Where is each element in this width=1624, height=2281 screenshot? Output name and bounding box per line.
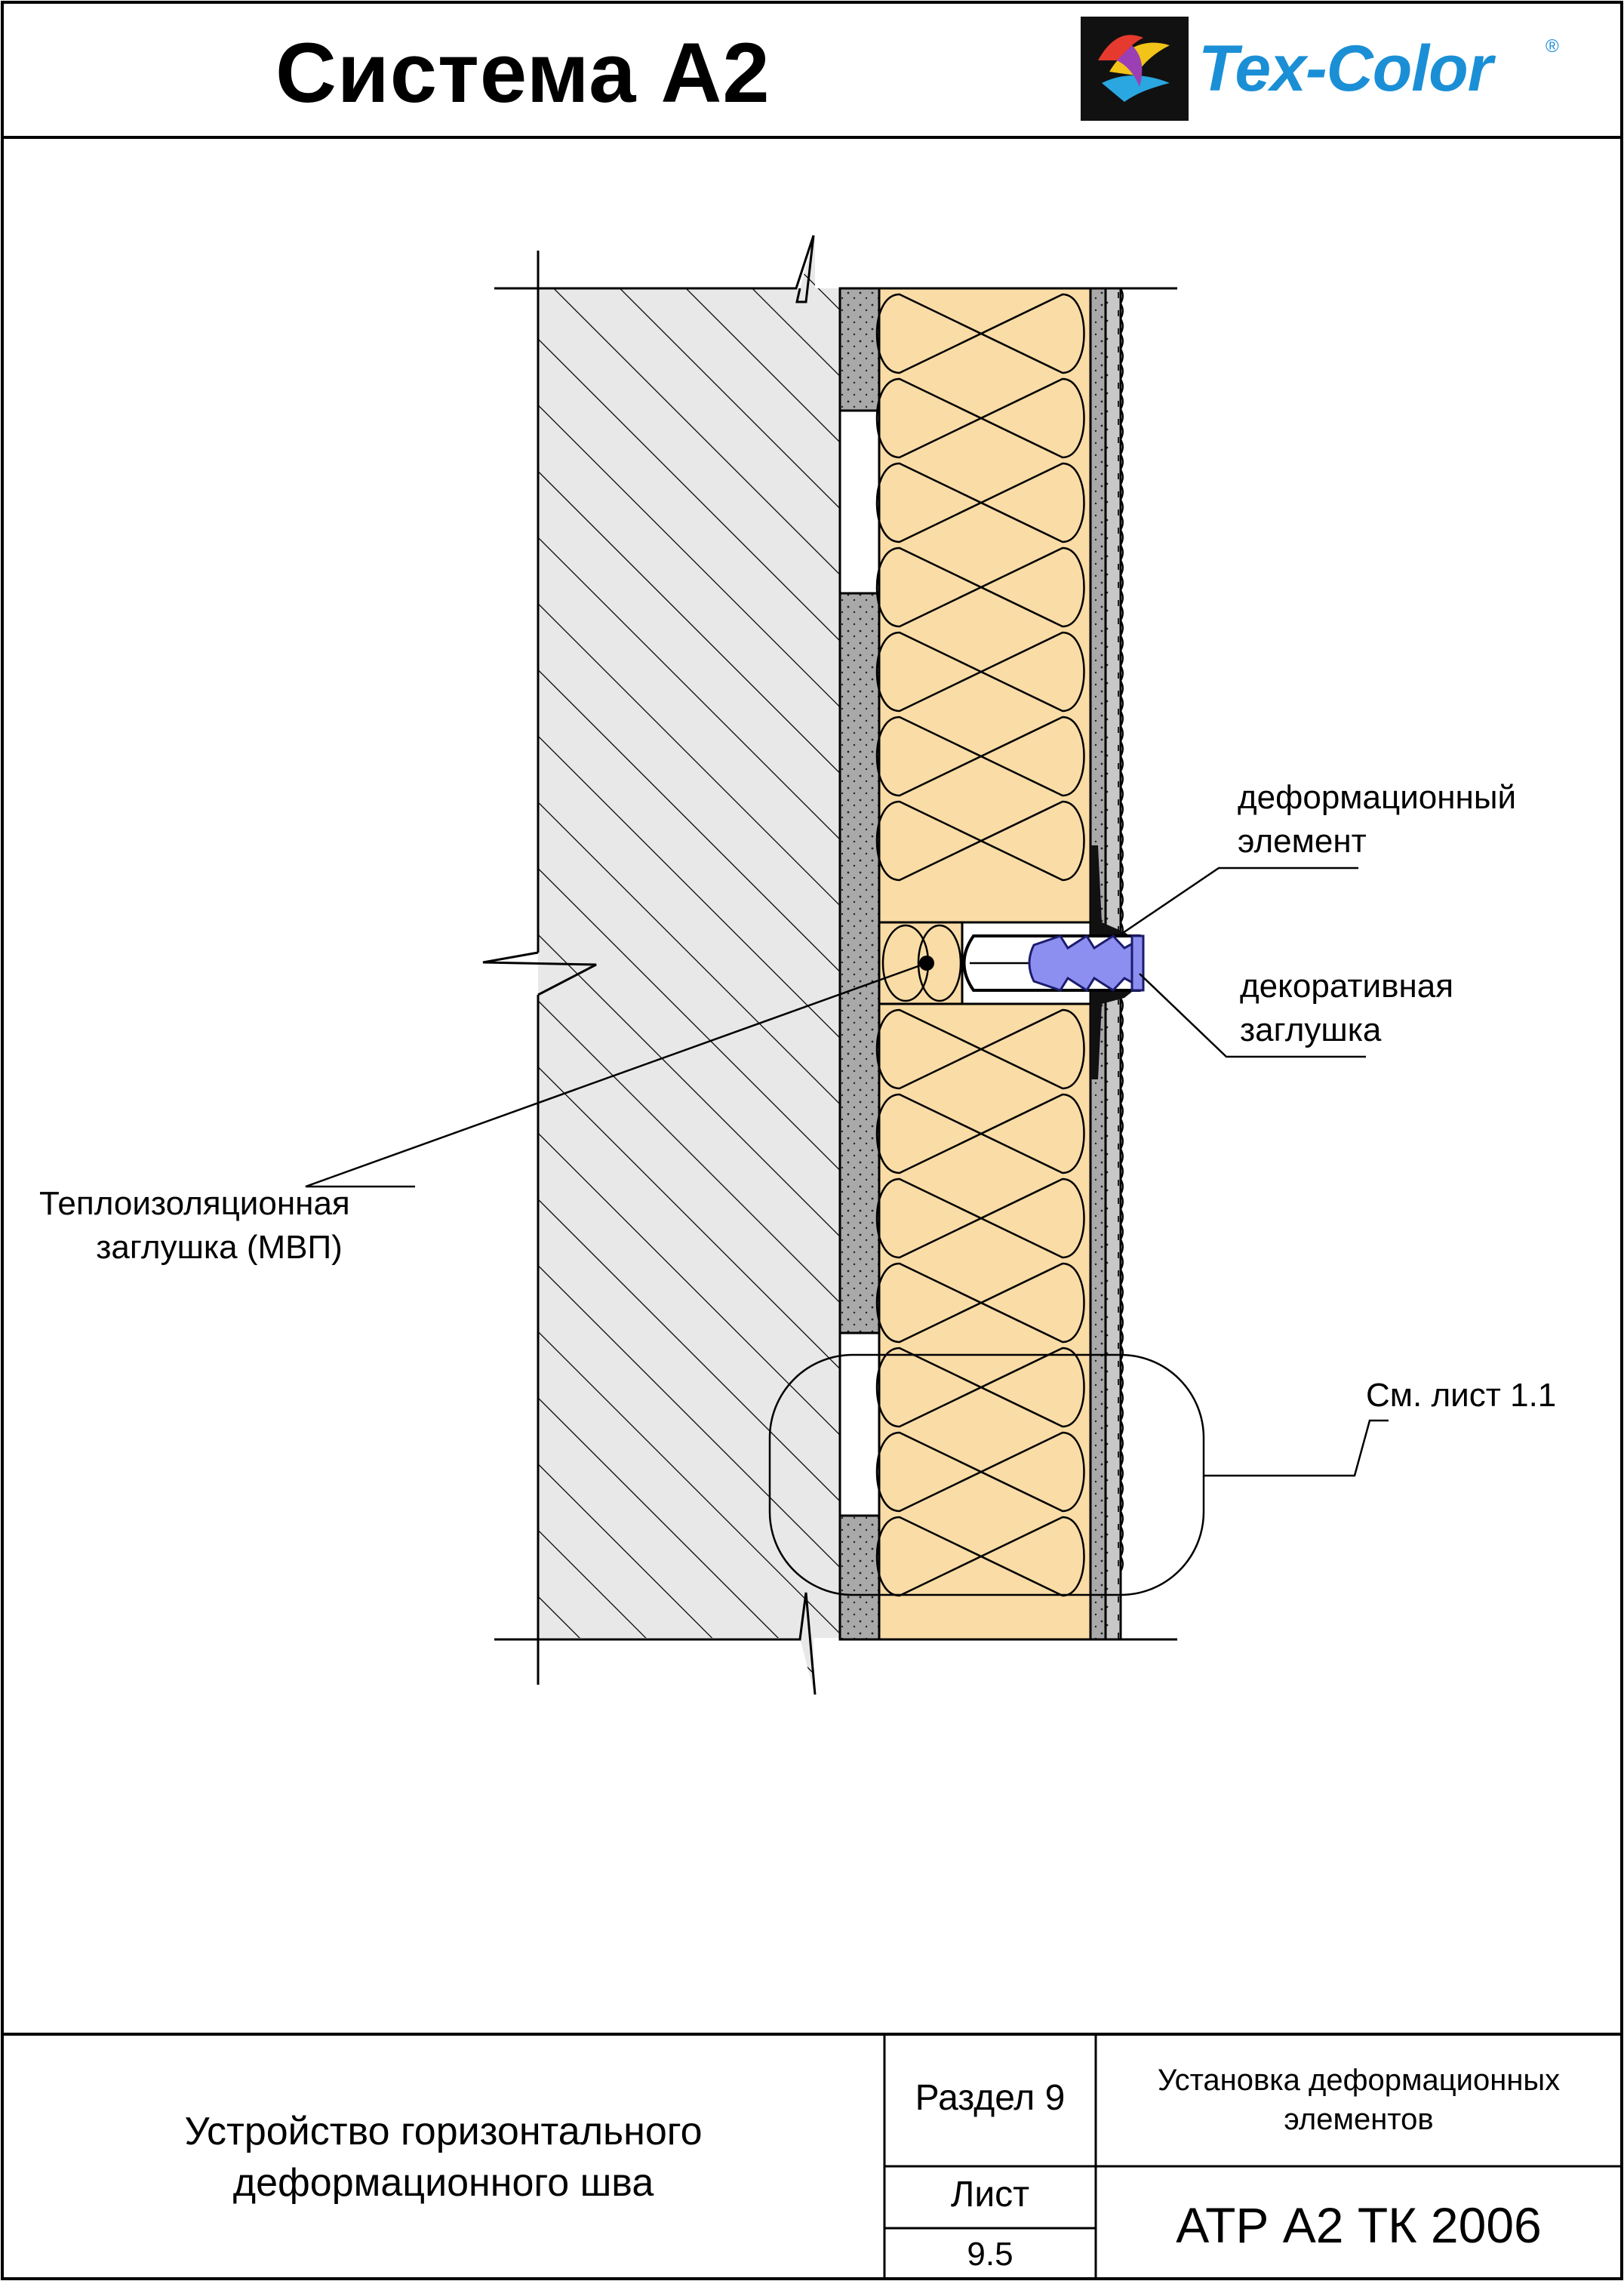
- leader-see-sheet: [768, 1353, 1389, 1596]
- registered-mark: ®: [1546, 36, 1559, 57]
- insulation-fiber: [875, 462, 1085, 543]
- sheet-label: Лист: [950, 2175, 1030, 2215]
- break-line-top: [494, 235, 815, 303]
- tex-color-logo: [1081, 17, 1189, 121]
- insulation-fiber: [875, 377, 1085, 459]
- leader-insulation-plug: [305, 962, 927, 1188]
- insulation-fiber: [875, 1431, 1085, 1513]
- description-line: Устройство горизонтального: [184, 2110, 703, 2153]
- callout-line: декоративная: [1240, 968, 1454, 1005]
- insulation-fiber: [875, 631, 1085, 713]
- insulation-fiber: [875, 546, 1085, 628]
- break-line-bottom: [494, 1592, 817, 1695]
- insulation-fiber: [875, 1516, 1085, 1597]
- callout-line: заглушка: [1240, 1011, 1382, 1048]
- callout-insulation-plug: Теплоизоляционная заглушка (МВП): [39, 1182, 350, 1270]
- callout-see-sheet: См. лист 1.1: [1366, 1377, 1557, 1414]
- insulation-layer: [875, 287, 1092, 1641]
- callout-line: деформационный: [1238, 779, 1517, 816]
- insulation-fiber: [875, 1177, 1085, 1259]
- callout-line: заглушка (МВП): [96, 1229, 343, 1266]
- leader-decorative-plug: [1139, 973, 1366, 1058]
- leader-deformation-element: [1120, 867, 1358, 936]
- description-line: деформационного шва: [232, 2161, 654, 2205]
- page-title: Система А2: [275, 26, 770, 120]
- concrete-wall: [482, 235, 841, 1691]
- callout-decorative-plug: декоративная заглушка: [1240, 965, 1453, 1052]
- insulation-fiber: [875, 1093, 1085, 1174]
- insulation-fiber: [875, 1347, 1085, 1428]
- section-label: Раздел 9: [915, 2078, 1066, 2118]
- section-title-line: элементов: [1284, 2103, 1434, 2136]
- section-title-line: Установка деформационных: [1157, 2064, 1561, 2097]
- document-code: АТР А2 ТК 2006: [1176, 2197, 1542, 2253]
- drawing-description: Устройство горизонтального деформационно…: [2, 2106, 884, 2209]
- section-title: Установка деформационных элементов: [1096, 2061, 1622, 2139]
- insulation-fiber: [875, 1262, 1085, 1344]
- brand-name: Tex-Color: [1198, 32, 1493, 105]
- insulation-plug: [878, 921, 964, 1005]
- insulation-fiber: [875, 293, 1085, 374]
- adhesive-layer: [838, 287, 881, 1641]
- insulation-fiber: [875, 800, 1085, 882]
- callout-line: Теплоизоляционная: [39, 1185, 350, 1222]
- sheet-number: 9.5: [967, 2236, 1013, 2273]
- title-block: [2, 2033, 1622, 2279]
- insulation-fiber: [875, 716, 1085, 797]
- callout-deformation-element: деформационный элемент: [1238, 776, 1516, 863]
- insulation-fiber: [875, 1008, 1085, 1090]
- callout-line: элемент: [1238, 823, 1367, 860]
- decorative-plug: [1028, 934, 1145, 993]
